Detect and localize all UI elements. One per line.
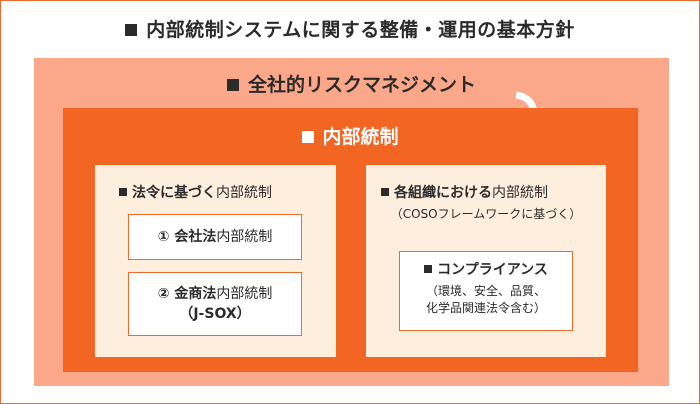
companies-act-label: ① 会社法 bbox=[157, 229, 217, 245]
legal-control-title-normal: 内部統制 bbox=[216, 185, 272, 201]
internal-control-title: 内部統制 bbox=[63, 122, 638, 149]
compliance-box: コンプライアンス （環境、安全、品質、 化学品関連法令含む） bbox=[399, 251, 573, 331]
coso-subtitle: （COSOフレームワークに基づく） bbox=[390, 207, 582, 221]
organizational-control-panel: 各組織における内部統制 （COSOフレームワークに基づく） コンプライアンス （… bbox=[366, 165, 606, 357]
jsox-box: ② 金商法内部統制 （J-SOX） bbox=[128, 272, 302, 336]
companies-act-suffix: 内部統制 bbox=[216, 229, 273, 245]
compliance-title-text: コンプライアンス bbox=[437, 262, 548, 278]
erm-title: 全社的リスクマネジメント bbox=[34, 70, 669, 97]
legal-control-panel: 法令に基づく内部統制 ① 会社法内部統制 ② 金商法内部統制 （J-SOX） bbox=[95, 165, 336, 357]
internal-control-title-text: 内部統制 bbox=[322, 126, 399, 148]
compliance-title: コンプライアンス bbox=[400, 260, 572, 280]
fiea-label: ② 金商法 bbox=[157, 286, 217, 302]
square-bullet-icon bbox=[381, 188, 389, 196]
jsox-label: （J-SOX） bbox=[179, 306, 251, 322]
legal-control-title-bold: 法令に基づく bbox=[132, 185, 216, 201]
square-bullet-icon bbox=[119, 188, 127, 196]
compliance-detail-line1: （環境、安全、品質、 bbox=[425, 284, 546, 298]
erm-box: 全社的リスクマネジメント 連携 内部統制 法令に基づく内部統制 ① 会社法内部統… bbox=[34, 58, 669, 386]
square-bullet-icon bbox=[424, 265, 433, 273]
page-title-text: 内部統制システムに関する整備・運用の基本方針 bbox=[146, 19, 575, 41]
fiea-suffix: 内部統制 bbox=[216, 286, 273, 302]
compliance-detail-line2: 化学品関連法令含む） bbox=[425, 301, 546, 315]
square-bullet-icon bbox=[226, 79, 239, 91]
organizational-control-title-normal: 内部統制 bbox=[492, 185, 548, 201]
page-title: 内部統制システムに関する整備・運用の基本方針 bbox=[1, 15, 699, 42]
organizational-control-title: 各組織における内部統制 bbox=[381, 182, 548, 202]
square-bullet-icon bbox=[302, 131, 315, 143]
organizational-control-title-bold: 各組織における bbox=[394, 185, 492, 201]
internal-control-box: 内部統制 法令に基づく内部統制 ① 会社法内部統制 ② 金商法内部統制 （J-S… bbox=[63, 108, 638, 372]
legal-control-title: 法令に基づく内部統制 bbox=[119, 182, 272, 202]
erm-title-text: 全社的リスクマネジメント bbox=[247, 74, 476, 96]
companies-act-box: ① 会社法内部統制 bbox=[128, 214, 302, 260]
square-bullet-icon bbox=[125, 24, 138, 36]
